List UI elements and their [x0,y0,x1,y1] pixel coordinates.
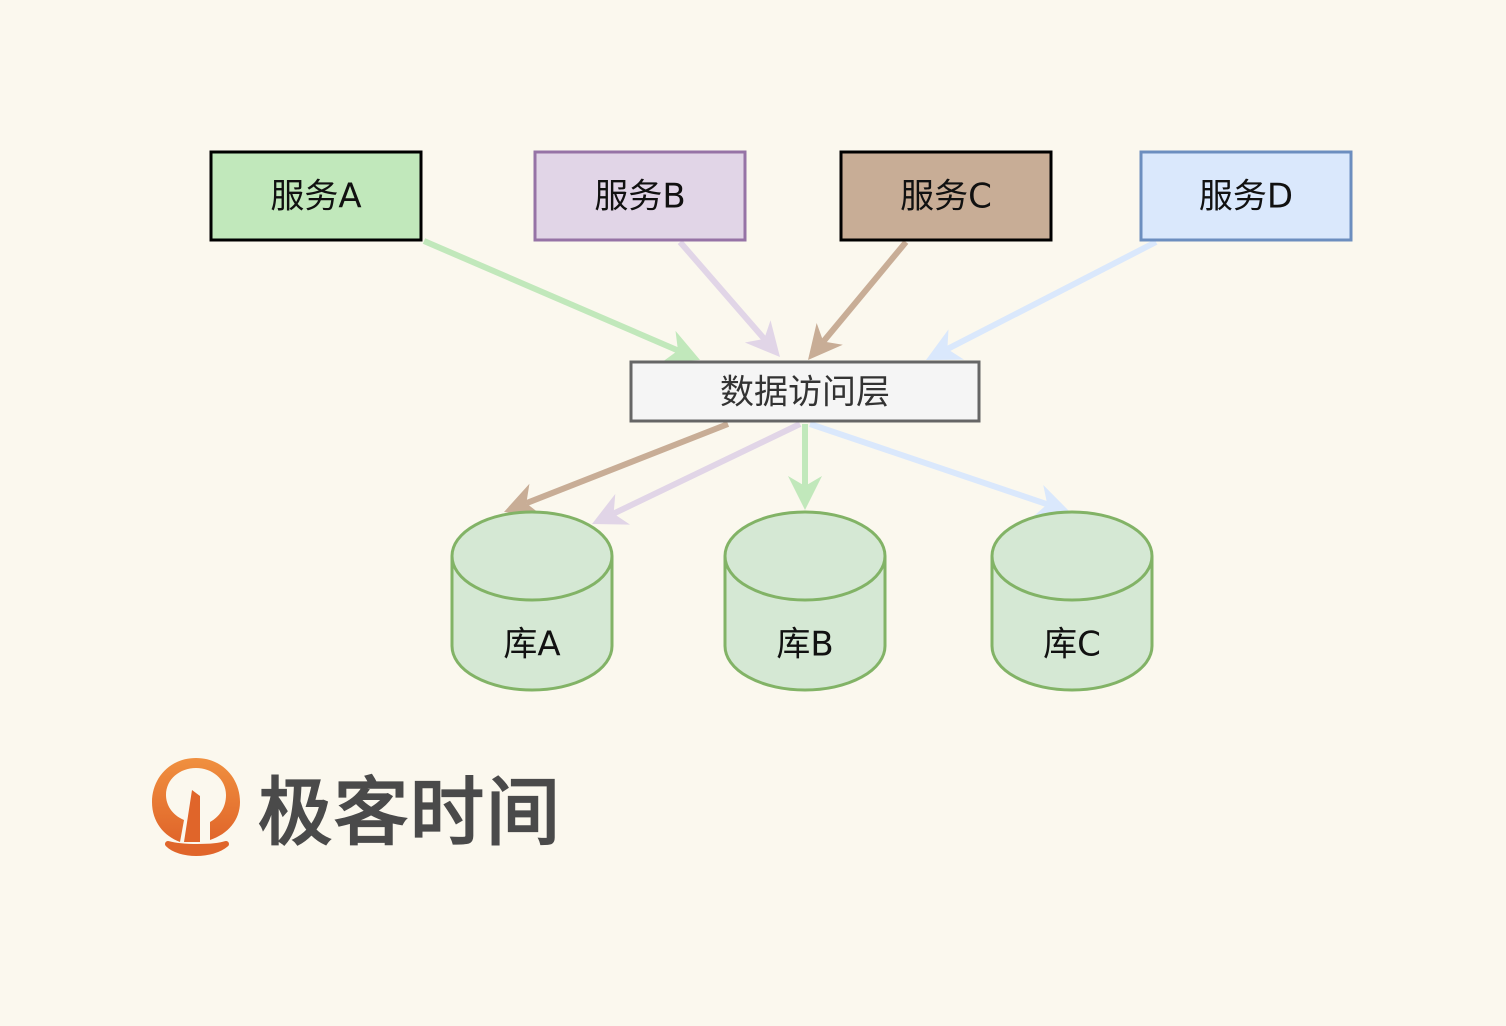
edge-svcB-to-dal [677,240,780,357]
edge-line [677,240,767,341]
service-node-c[interactable]: 服务C [839,150,1053,242]
arrowhead-icon [504,483,542,516]
arrowhead-icon [808,322,843,360]
geektime-logo-icon [152,758,240,856]
service-label: 服务D [1199,177,1293,217]
service-label: 服务A [270,177,361,217]
arrowhead-icon [1032,484,1070,518]
edge-dal-to-dbC [809,421,1070,518]
arrowhead-icon [662,330,700,363]
edge-line [821,240,909,344]
edge-dal-to-dbA [592,421,802,525]
service-label: 服务C [900,177,992,217]
data-access-layer-node[interactable]: 数据访问层 [629,360,981,423]
data-access-layer-label: 数据访问层 [720,373,890,413]
arrowhead-icon [926,329,965,360]
edge-line [525,421,730,507]
brand-logo: 极客时间 [152,758,562,856]
database-top [723,555,887,602]
edge-dal-to-dbA [504,421,730,516]
edge-svcA-to-dal [422,238,700,363]
edge-dal-to-dbB [788,424,822,510]
database-a[interactable]: 库A [450,510,614,692]
edge-svcD-to-dal [926,239,1158,360]
database-c[interactable]: 库C [990,510,1154,692]
database-b[interactable]: 库B [723,510,887,692]
edge-line [422,238,680,354]
edge-line [612,421,802,517]
edges-layer [422,238,1158,525]
database-label: 库C [1043,625,1101,665]
database-label: 库B [776,625,833,665]
arrowhead-icon [592,493,631,525]
database-top [450,555,614,602]
arrowhead-icon [788,476,822,510]
service-node-d[interactable]: 服务D [1139,150,1353,242]
logo-text: 极客时间 [258,770,562,856]
service-node-a[interactable]: 服务A [209,150,423,242]
service-label: 服务B [594,177,685,217]
edge-line [809,421,1049,508]
arrowhead-icon [744,320,780,357]
edge-line [945,239,1158,352]
database-top [990,555,1154,602]
database-label: 库A [503,625,560,665]
edge-svcC-to-dal [808,240,909,360]
service-node-b[interactable]: 服务B [533,150,747,242]
